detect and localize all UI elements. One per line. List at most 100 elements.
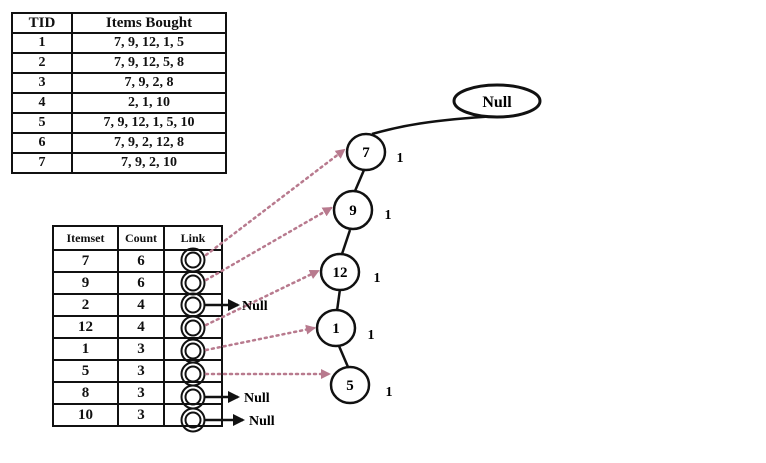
node-link-arrow-12 bbox=[204, 269, 320, 327]
link-pointer-1 bbox=[180, 338, 206, 364]
itemset-cell: 12 bbox=[52, 315, 119, 339]
table-row: 4 2, 1, 10 bbox=[11, 92, 227, 114]
tree-node-count-label: 1 bbox=[386, 385, 393, 400]
link-pointer-10 bbox=[180, 407, 206, 433]
items-cell: 7, 9, 2, 12, 8 bbox=[71, 132, 227, 154]
count-column-header: Count bbox=[117, 225, 165, 251]
link-inner-circle bbox=[184, 251, 202, 269]
table-row: 2 7, 9, 12, 5, 8 bbox=[11, 52, 227, 74]
items-cell: 7, 9, 12, 5, 8 bbox=[71, 52, 227, 74]
items-cell: 7, 9, 2, 8 bbox=[71, 72, 227, 94]
link-inner-circle bbox=[184, 388, 202, 406]
tree-root-label: Null bbox=[482, 94, 512, 111]
table-row: 3 7, 9, 2, 8 bbox=[11, 72, 227, 94]
tree-node-item-label: 9 bbox=[349, 203, 357, 219]
null-label-8: Null bbox=[244, 391, 270, 406]
link-inner-circle bbox=[184, 411, 202, 429]
link-pointer-7 bbox=[180, 247, 206, 273]
tree-node-count-label: 1 bbox=[397, 151, 404, 166]
tree-edge-1-5 bbox=[337, 345, 350, 368]
tree-node-circle bbox=[315, 308, 357, 348]
tree-node-circle bbox=[329, 365, 371, 405]
tree-node-count-label: 1 bbox=[368, 328, 375, 343]
tid-cell: 7 bbox=[11, 152, 73, 174]
itemset-column-header: Itemset bbox=[52, 225, 119, 251]
itemset-cell: 7 bbox=[52, 249, 119, 273]
items-cell: 7, 9, 12, 1, 5 bbox=[71, 32, 227, 54]
tree-node-circle bbox=[319, 252, 361, 292]
tree-node-item-label: 12 bbox=[333, 265, 348, 281]
tid-cell: 3 bbox=[11, 72, 73, 94]
table-row: 10 3 bbox=[52, 403, 223, 427]
null-label-10: Null bbox=[249, 414, 275, 429]
count-cell: 3 bbox=[117, 381, 165, 405]
table-row: 1 7, 9, 12, 1, 5 bbox=[11, 32, 227, 54]
link-pointer-8 bbox=[180, 384, 206, 410]
tid-column-header: TID bbox=[11, 12, 73, 34]
header-table-header-row: Itemset Count Link bbox=[52, 225, 223, 251]
link-inner-circle bbox=[184, 296, 202, 314]
tid-cell: 6 bbox=[11, 132, 73, 154]
itemset-cell: 8 bbox=[52, 381, 119, 405]
node-link-arrow-7 bbox=[204, 148, 346, 257]
tree-node-count-label: 1 bbox=[374, 271, 381, 286]
tree-edge-7-9 bbox=[353, 169, 366, 192]
node-link-arrow-1 bbox=[204, 324, 316, 352]
itemset-cell: 5 bbox=[52, 359, 119, 383]
tree-root-node bbox=[452, 83, 542, 119]
tree-node-item-label: 7 bbox=[362, 145, 370, 161]
items-cell: 2, 1, 10 bbox=[71, 92, 227, 114]
tree-node-7: 7 1 bbox=[345, 132, 404, 172]
tree-node-9: 9 1 bbox=[332, 189, 392, 231]
tid-cell: 4 bbox=[11, 92, 73, 114]
table-row: 5 7, 9, 12, 1, 5, 10 bbox=[11, 112, 227, 134]
itemset-cell: 9 bbox=[52, 271, 119, 295]
table-row: 7 7, 9, 2, 10 bbox=[11, 152, 227, 174]
count-cell: 4 bbox=[117, 315, 165, 339]
link-inner-circle bbox=[184, 319, 202, 337]
link-inner-circle bbox=[184, 365, 202, 383]
tid-cell: 2 bbox=[11, 52, 73, 74]
items-cell: 7, 9, 12, 1, 5, 10 bbox=[71, 112, 227, 134]
link-pointer-12 bbox=[180, 315, 206, 341]
tree-edge-12-1 bbox=[335, 288, 342, 312]
link-inner-circle bbox=[184, 342, 202, 360]
link-pointer-9 bbox=[180, 270, 206, 296]
tree-node-count-label: 1 bbox=[385, 208, 392, 223]
itemset-cell: 2 bbox=[52, 293, 119, 317]
tree-edge-9-12 bbox=[340, 229, 352, 255]
tree-node-circle bbox=[345, 132, 387, 172]
table-row: 6 7, 9, 2, 12, 8 bbox=[11, 132, 227, 154]
transaction-table: TID Items Bought 1 7, 9, 12, 1, 5 2 7, 9… bbox=[11, 12, 227, 174]
tree-node-5: 5 1 bbox=[329, 365, 393, 405]
tree-node-1: 1 1 bbox=[315, 308, 375, 348]
node-link-arrow-9 bbox=[204, 206, 333, 282]
count-cell: 6 bbox=[117, 249, 165, 273]
link-pointer-2 bbox=[180, 292, 206, 318]
items-bought-column-header: Items Bought bbox=[71, 12, 227, 34]
count-cell: 3 bbox=[117, 337, 165, 361]
transaction-header-row: TID Items Bought bbox=[11, 12, 227, 34]
table-row: 12 4 bbox=[52, 315, 223, 339]
count-cell: 3 bbox=[117, 359, 165, 383]
null-label-2: Null bbox=[242, 299, 268, 314]
items-cell: 7, 9, 2, 10 bbox=[71, 152, 227, 174]
tid-cell: 5 bbox=[11, 112, 73, 134]
tree-edge-root-7 bbox=[371, 114, 498, 136]
tree-node-12: 12 1 bbox=[319, 252, 381, 292]
tree-node-item-label: 5 bbox=[346, 378, 354, 394]
tree-node-circle bbox=[332, 189, 374, 231]
tid-cell: 1 bbox=[11, 32, 73, 54]
link-pointer-5 bbox=[180, 361, 206, 387]
link-inner-circle bbox=[184, 274, 202, 292]
link-cell bbox=[163, 381, 223, 405]
itemset-cell: 1 bbox=[52, 337, 119, 361]
tree-node-item-label: 1 bbox=[332, 321, 340, 337]
count-cell: 4 bbox=[117, 293, 165, 317]
itemset-cell: 10 bbox=[52, 403, 119, 427]
count-cell: 3 bbox=[117, 403, 165, 427]
table-row: 8 3 bbox=[52, 381, 223, 405]
count-cell: 6 bbox=[117, 271, 165, 295]
link-outer-circle bbox=[180, 407, 206, 433]
